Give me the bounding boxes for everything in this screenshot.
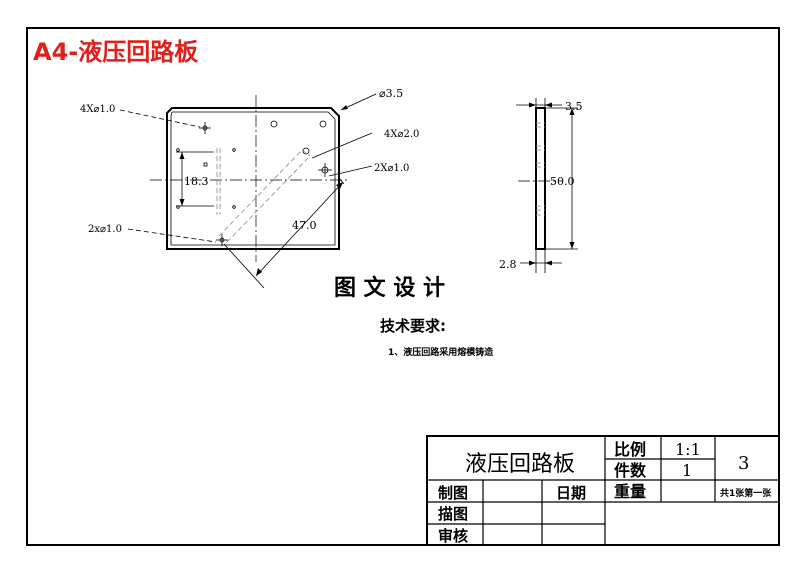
drawn-label: 制图 [438,484,468,502]
side-dim-top-width: 3.5 [565,100,583,113]
hole-left-small-1 [176,148,180,152]
weight-label: 重量 [614,482,646,501]
hole-left-small-4 [232,205,236,209]
part-name: 液压回路板 [465,452,575,477]
callout-holes-right-b: 2X⌀1.0 [374,163,409,174]
checked-label: 审核 [438,527,468,545]
date-label: 日期 [556,484,586,502]
dimension-vertical-label: 18.3 [184,175,209,188]
sheet-border [26,27,780,546]
dimension-diagonal-label: 47.0 [292,219,317,232]
hidden-channels [216,148,311,243]
scale-value: 1:1 [675,440,701,459]
qty-label: 件数 [614,461,647,480]
callout-corner-dia: ⌀3.5 [379,87,403,100]
scale-label: 比例 [614,440,646,459]
callout-holes-right-a: 4X⌀2.0 [384,129,419,140]
watermark-text: 图 文 设 计 [334,275,445,301]
hole-top-right [319,120,327,128]
notes-heading: 技术要求: [380,317,446,335]
hole-square [203,162,208,167]
front-view: 18.3 47.0 4X⌀1.0 ⌀3.5 4X⌀2.0 2X⌀1.0 2x⌀1… [80,87,419,289]
notes-item-1: 1、液压回路采用熔模铸造 [388,346,494,358]
sheet-number: 3 [738,453,749,474]
title-block: 液压回路板 比例 1:1 件数 1 重量 3 共1张第一张 制图 日期 描图 审… [426,435,780,546]
hole-left-small-2 [232,148,236,152]
dimension-vertical: 18.3 [176,151,214,207]
callout-holes-top-left: 4X⌀1.0 [80,104,115,115]
qty-value: 1 [682,461,692,480]
side-plate [535,107,546,250]
dimension-diagonal: 47.0 [223,177,345,289]
sheet-title: A4-液压回路板 [33,38,199,66]
sheet-info: 共1张第一张 [720,487,772,499]
callout-holes-bottom-left: 2x⌀1.0 [88,224,122,235]
side-view: 3.5 50.0 2.8 [499,98,583,273]
hole-top-mid [270,120,278,128]
traced-label: 描图 [438,505,468,523]
plate-outline [166,107,340,250]
plate-inner-edge [170,111,336,246]
side-dim-bottom-width: 2.8 [499,258,517,271]
side-dim-height: 50.0 [550,175,575,188]
